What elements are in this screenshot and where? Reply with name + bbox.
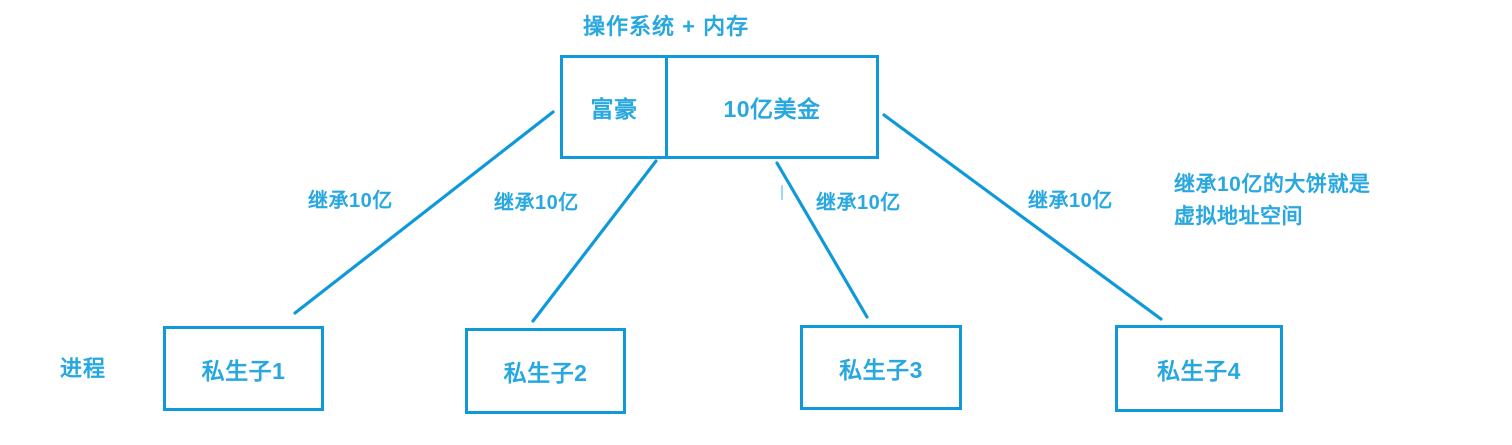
edge-label-1: 继承10亿 [308,190,393,212]
process-box-4-label: 私生子4 [1157,357,1241,384]
process-box-3-label: 私生子3 [839,356,923,383]
page-title: 操作系统 + 内存 [583,14,750,39]
memory-box[interactable]: 富豪 10亿美金 [560,55,879,159]
process-box-4[interactable]: 私生子4 [1115,325,1283,412]
memory-box-amount-label: 10亿美金 [723,96,821,122]
edge-line-2 [531,159,658,323]
process-box-2-label: 私生子2 [503,360,588,386]
memory-box-owner-label: 富豪 [563,58,668,156]
process-box-1-label: 私生子1 [201,357,286,384]
annotation-note-line-1: 继承10亿的大饼就是 [1174,173,1371,196]
edge-label-4: 继承10亿 [1028,190,1113,212]
edge-label-2: 继承10亿 [494,192,579,214]
annotation-note-line-2: 虚拟地址空间 [1174,205,1303,228]
process-box-1[interactable]: 私生子1 [163,326,324,411]
edge-line-4 [882,113,1163,321]
edge-label-3: 继承10亿 [816,192,901,214]
annotation-note: 继承10亿的大饼就是 虚拟地址空间 [1174,169,1370,233]
process-group-label: 进程 [60,356,107,381]
process-box-2[interactable]: 私生子2 [465,328,626,414]
process-box-3[interactable]: 私生子3 [800,325,962,410]
